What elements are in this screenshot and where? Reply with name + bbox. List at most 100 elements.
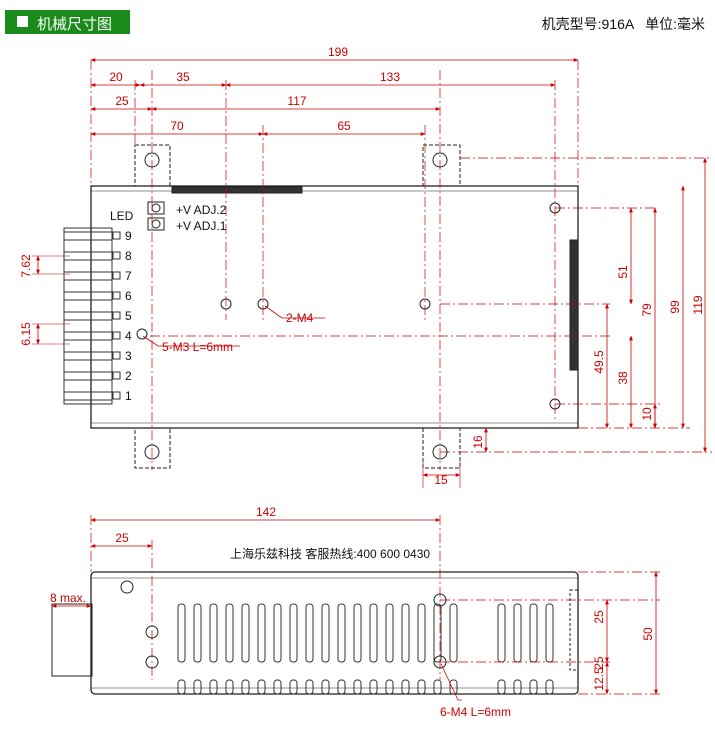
mount-ear-br	[422, 427, 461, 469]
vent-slot	[369, 603, 378, 663]
adj2-pot	[147, 201, 165, 215]
bottom-vent-slot	[529, 679, 538, 695]
side-dim-labels: 142 25 8 max. 25 25 12.5 50 上海乐兹科技 客服热线:…	[50, 505, 655, 719]
terminal-pin	[63, 311, 113, 321]
top-vent-slot	[171, 186, 303, 194]
terminal-number: 2	[125, 369, 132, 383]
side-holes	[120, 580, 447, 669]
bottom-vent-slot	[225, 679, 234, 695]
spec-line: 机壳型号:916A 单位:毫米	[542, 14, 705, 34]
terminal-square	[112, 231, 121, 240]
bottom-vent-slot	[305, 679, 314, 695]
vent-slot	[401, 603, 410, 663]
dim-6-15: 6.15	[19, 322, 33, 346]
terminal-number: 3	[125, 349, 132, 363]
terminal-pin	[63, 371, 113, 381]
terminal-square	[112, 291, 121, 300]
callout-5-m3: 5-M3 L=6mm	[162, 340, 233, 354]
dim-133: 133	[380, 70, 400, 84]
bottom-vent-slot	[497, 679, 506, 695]
dim-side-25: 25	[115, 531, 129, 545]
terminal-square	[112, 371, 121, 380]
dim-7-62: 7.62	[19, 254, 33, 278]
adj1-label: +V ADJ.1	[176, 219, 227, 233]
terminal-number: 1	[125, 389, 132, 403]
bottom-vent-slot	[177, 679, 186, 695]
vent-slot	[545, 603, 554, 663]
adj2-label: +V ADJ.2	[176, 203, 227, 217]
dim-119: 119	[691, 295, 705, 314]
dim-25: 25	[115, 94, 129, 108]
terminal-pin	[63, 251, 113, 261]
vent-slot	[321, 603, 330, 663]
bottom-vent-slot	[273, 679, 282, 695]
dim-49-5: 49.5	[592, 350, 606, 374]
bottom-vent-slot	[513, 679, 522, 695]
terminal-pin	[63, 231, 113, 241]
dim-15: 15	[434, 473, 448, 487]
vent-slot	[353, 603, 362, 663]
adj1-pot	[147, 217, 165, 231]
vent-slot	[513, 603, 522, 663]
side-center-lines	[90, 515, 660, 695]
terminal-pin	[63, 291, 113, 301]
terminal-number: 6	[125, 289, 132, 303]
dim-65: 65	[337, 119, 351, 133]
terminal-number: 8	[125, 249, 132, 263]
bottom-vent-slot	[433, 679, 442, 695]
top-center-lines	[90, 60, 712, 470]
terminal-pin	[63, 331, 113, 341]
vent-slot	[225, 603, 234, 663]
bottom-vent-slot	[337, 679, 346, 695]
dim-50: 50	[641, 627, 655, 641]
vent-slot	[305, 603, 314, 663]
vent-slot	[193, 603, 202, 663]
bottom-vent-slot	[449, 679, 458, 695]
bottom-vent-slot	[193, 679, 202, 695]
vent-slot	[177, 603, 186, 663]
dim-side-25b: 25	[592, 656, 606, 670]
vent-slot	[433, 603, 442, 663]
terminal-number: 4	[125, 329, 132, 343]
bottom-vent-slot	[385, 679, 394, 695]
mount-ear-tl	[134, 144, 171, 187]
terminal-square	[112, 351, 121, 360]
vent-slot	[417, 603, 426, 663]
terminal-square	[112, 331, 121, 340]
bottom-vent-slot	[545, 679, 554, 695]
dim-99: 99	[668, 300, 682, 314]
side-connector	[51, 603, 93, 677]
bottom-vent-slot	[289, 679, 298, 695]
terminal-number: 9	[125, 229, 132, 243]
dim-20: 20	[109, 70, 123, 84]
bottom-vent-slot	[321, 679, 330, 695]
bottom-vent-slot	[369, 679, 378, 695]
dim-38: 38	[616, 371, 630, 385]
vent-slot	[289, 603, 298, 663]
vent-slot	[449, 603, 458, 663]
side-vent-slot	[569, 239, 579, 371]
mount-ear-bl	[134, 427, 171, 469]
top-view	[63, 144, 579, 469]
terminal-square	[112, 251, 121, 260]
top-holes	[136, 152, 561, 460]
dim-51: 51	[616, 265, 630, 279]
terminal-pin	[63, 351, 113, 361]
vent-slot	[497, 603, 506, 663]
case-model-label: 机壳型号:916A	[541, 16, 634, 32]
dim-70: 70	[170, 119, 184, 133]
terminal-square	[112, 391, 121, 400]
terminal-block	[63, 227, 121, 405]
unit-label: 单位:毫米	[645, 16, 705, 32]
vent-slot	[257, 603, 266, 663]
section-title-badge: 机械尺寸图	[5, 10, 130, 34]
mount-ear-tr	[422, 144, 461, 187]
terminal-pin	[63, 271, 113, 281]
side-view	[51, 571, 579, 695]
dim-side-25a: 25	[592, 610, 606, 624]
dim-79: 79	[640, 303, 654, 317]
vent-slot	[529, 603, 538, 663]
dim-35: 35	[176, 70, 190, 84]
